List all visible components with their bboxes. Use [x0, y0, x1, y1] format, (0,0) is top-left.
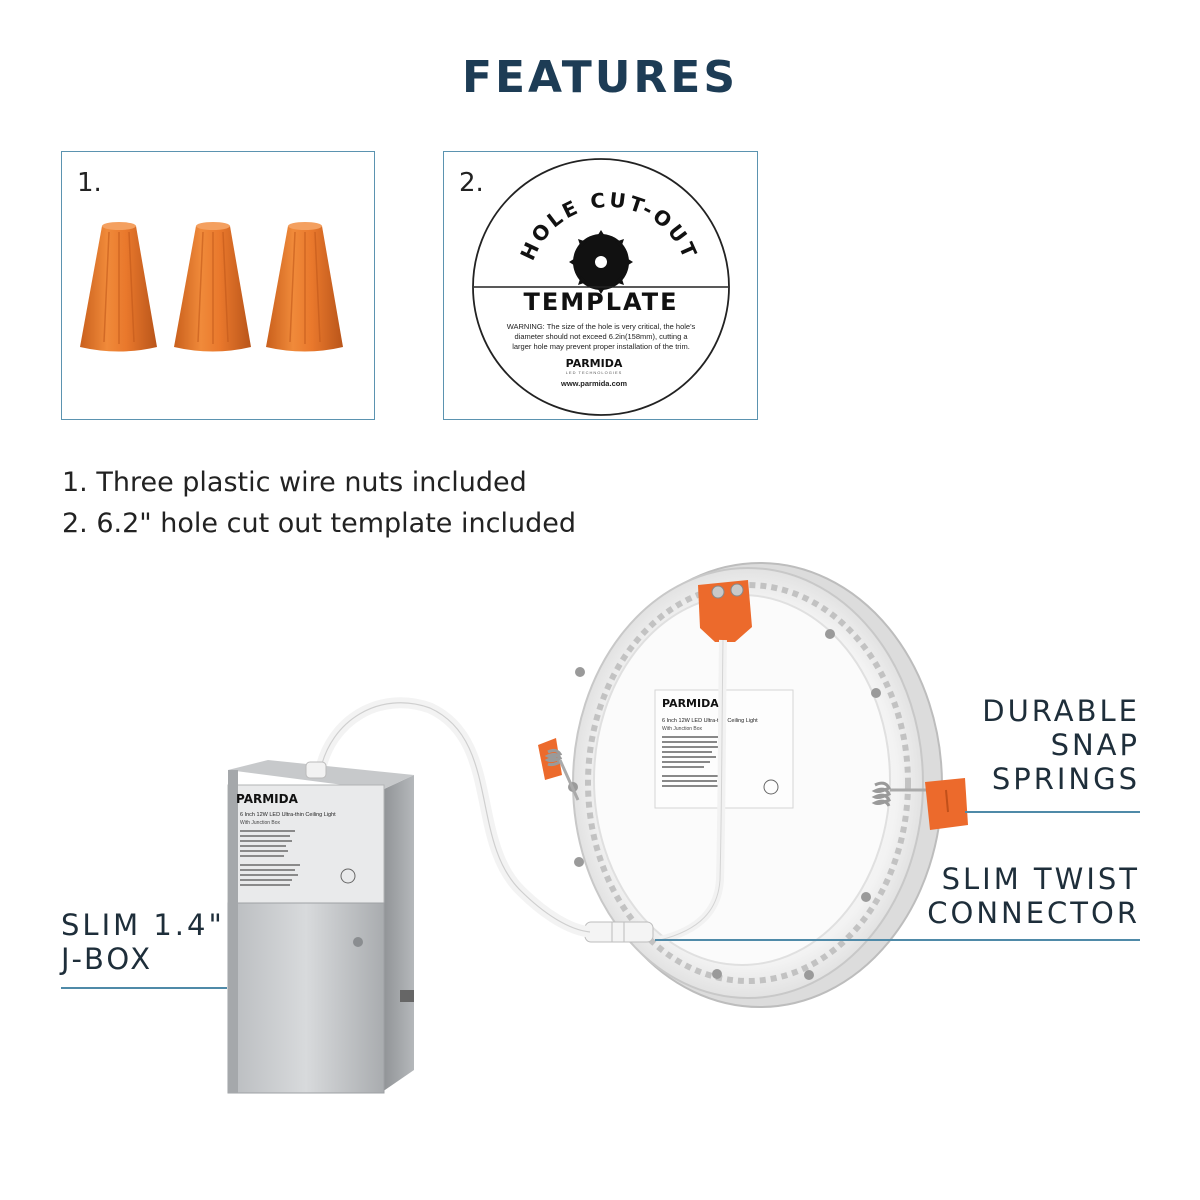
snap-springs-callout: DURABLE SNAP SPRINGS	[982, 694, 1140, 796]
wire-nuts-illustration	[80, 222, 343, 352]
template-brand: PARMIDA	[566, 357, 623, 370]
snap-springs-leader	[965, 811, 1140, 813]
callout-twist-line-2: CONNECTOR	[927, 896, 1140, 930]
page-title: FEATURES	[461, 52, 739, 103]
template-brand-sub: LED TECHNOLOGIES	[566, 370, 623, 375]
feature-notes: 1. Three plastic wire nuts included 2. 6…	[62, 462, 576, 544]
light-label-sub: With Junction Box	[662, 726, 703, 732]
callout-twist-line-1: SLIM TWIST	[941, 862, 1140, 896]
left-snap-spring	[538, 738, 580, 801]
led-panel-light: PARMIDA 6 Inch 12W LED Ultra-thin Ceilin…	[538, 562, 968, 1008]
twist-connector-callout: SLIM TWIST CONNECTOR	[927, 862, 1140, 930]
template-card: 2. HOLE CUT-OUT TEMPLATE WARNING: Th	[443, 151, 758, 420]
wire-nut-2	[174, 222, 251, 352]
jbox-label-sub: With Junction Box	[240, 820, 281, 826]
light-label-brand: PARMIDA	[662, 697, 719, 710]
wire-nuts-card: 1.	[61, 151, 375, 420]
template-warning-1: WARNING: The size of the hole is very cr…	[507, 322, 696, 331]
template-warning-3: larger hole may prevent proper installat…	[512, 342, 690, 351]
callout-jbox-line-2: J-BOX	[61, 942, 154, 976]
card-number: 2.	[459, 168, 484, 198]
jbox-callout: SLIM 1.4" J-BOX	[61, 908, 225, 976]
saw-blade-icon	[569, 230, 633, 294]
light-label-product: 6 Inch 12W LED Ultra-thin Ceiling Light	[662, 718, 758, 724]
template-warning-2: diameter should not exceed 6.2in(158mm),…	[514, 332, 688, 341]
jbox-label-brand: PARMIDA	[236, 792, 299, 806]
note-2: 2. 6.2" hole cut out template included	[62, 508, 576, 539]
callout-jbox-line-1: SLIM 1.4"	[61, 908, 225, 942]
wire-nut-3	[266, 222, 343, 352]
template-illustration: HOLE CUT-OUT TEMPLATE WARNING: The size …	[472, 158, 730, 416]
wire-nut-1	[80, 222, 157, 352]
callout-snap-line-2: SNAP	[1050, 728, 1140, 762]
template-url: www.parmida.com	[560, 379, 627, 388]
jbox-label-product: 6 Inch 12W LED Ultra-thin Ceiling Light	[240, 812, 336, 818]
callout-snap-line-3: SPRINGS	[991, 762, 1140, 796]
template-title: TEMPLATE	[523, 288, 678, 316]
callout-snap-line-1: DURABLE	[982, 694, 1140, 728]
junction-box: PARMIDA 6 Inch 12W LED Ultra-thin Ceilin…	[227, 760, 414, 1094]
twist-connector	[584, 921, 654, 943]
right-snap-spring	[871, 778, 968, 830]
note-1: 1. Three plastic wire nuts included	[62, 467, 527, 498]
card-number: 1.	[77, 168, 102, 198]
twist-connector-leader	[655, 939, 1140, 941]
jbox-leader	[61, 987, 227, 989]
